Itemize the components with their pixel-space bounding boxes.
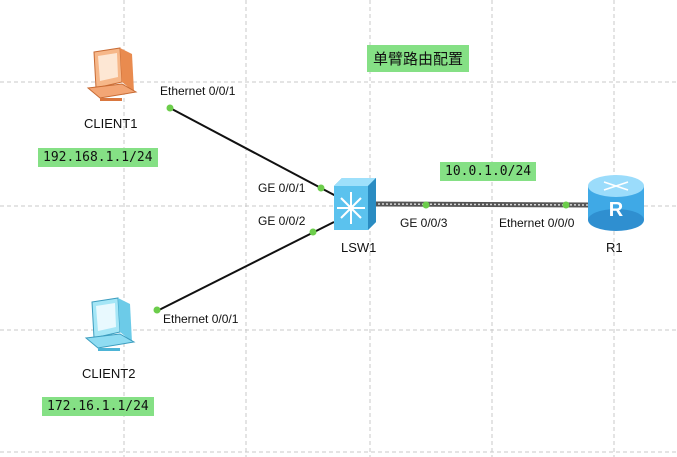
device-name-lsw1: LSW1 — [341, 240, 377, 255]
router-icon[interactable]: R — [588, 175, 644, 231]
port-dot-lsw1-ge001 — [317, 184, 325, 192]
link-lsw1-r1[interactable] — [373, 201, 591, 208]
diagram-title: 单臂路由配置 — [367, 45, 470, 72]
port-label-r1-eth000: Ethernet 0/0/0 — [499, 216, 575, 230]
port-dot-lsw1-ge002 — [309, 228, 317, 236]
port-label-lsw1-ge003: GE 0/0/3 — [400, 216, 448, 230]
switch-icon[interactable] — [334, 178, 376, 230]
client1-ip-label: 192.168.1.1/24 — [38, 148, 158, 167]
port-label-lsw1-ge001: GE 0/0/1 — [258, 181, 306, 195]
port-label-client1-eth001: Ethernet 0/0/1 — [160, 84, 236, 98]
svg-text:R: R — [609, 199, 624, 221]
network-label-lsw1-r1: 10.0.1.0/24 — [440, 162, 537, 181]
client2-ip-label: 172.16.1.1/24 — [42, 397, 154, 416]
port-label-client2-eth001: Ethernet 0/0/1 — [163, 312, 239, 326]
pc-icon[interactable] — [84, 297, 136, 351]
port-dot-client2-eth001 — [153, 306, 161, 314]
device-name-client1: CLIENT1 — [84, 116, 138, 131]
port-label-lsw1-ge002: GE 0/0/2 — [258, 214, 306, 228]
link-client2-lsw1[interactable] — [154, 221, 335, 313]
port-dot-client1-eth001 — [166, 104, 174, 112]
port-dot-r1-eth000 — [562, 201, 570, 209]
port-dot-lsw1-ge003 — [422, 201, 430, 209]
device-name-r1: R1 — [606, 240, 623, 255]
pc-icon[interactable] — [86, 47, 138, 101]
device-name-client2: CLIENT2 — [82, 366, 136, 381]
link-client1-lsw1[interactable] — [169, 107, 337, 197]
